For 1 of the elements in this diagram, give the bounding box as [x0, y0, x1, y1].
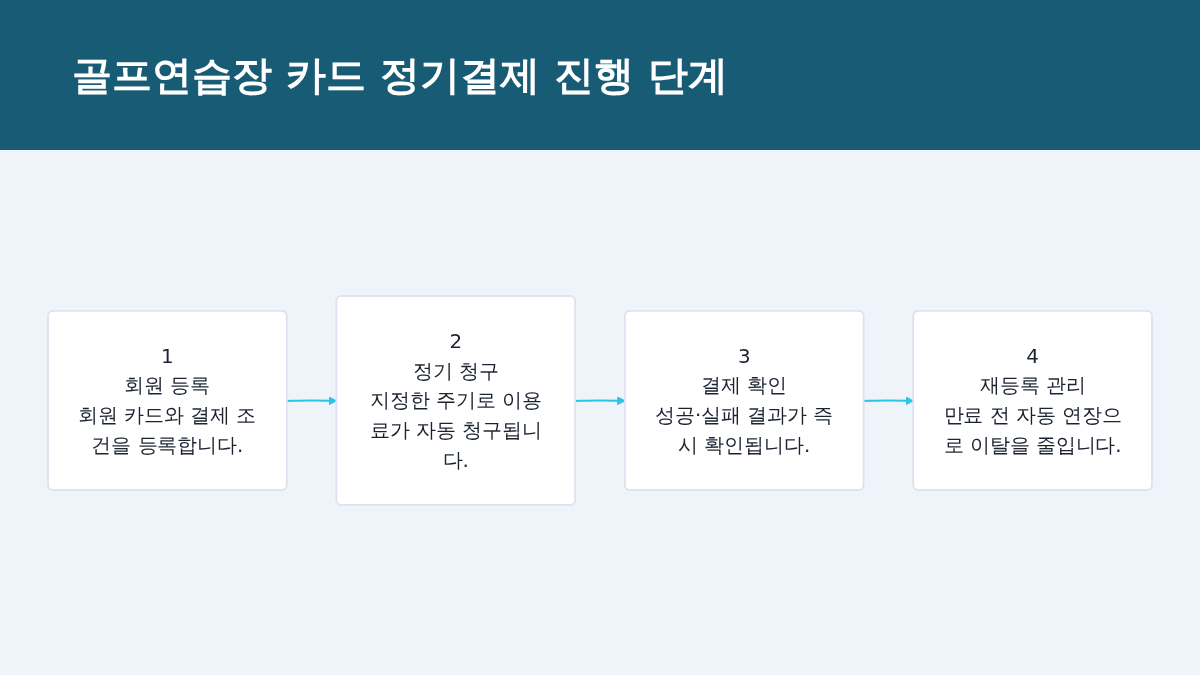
page-title: 골프연습장 카드 정기결제 진행 단계: [72, 50, 728, 100]
